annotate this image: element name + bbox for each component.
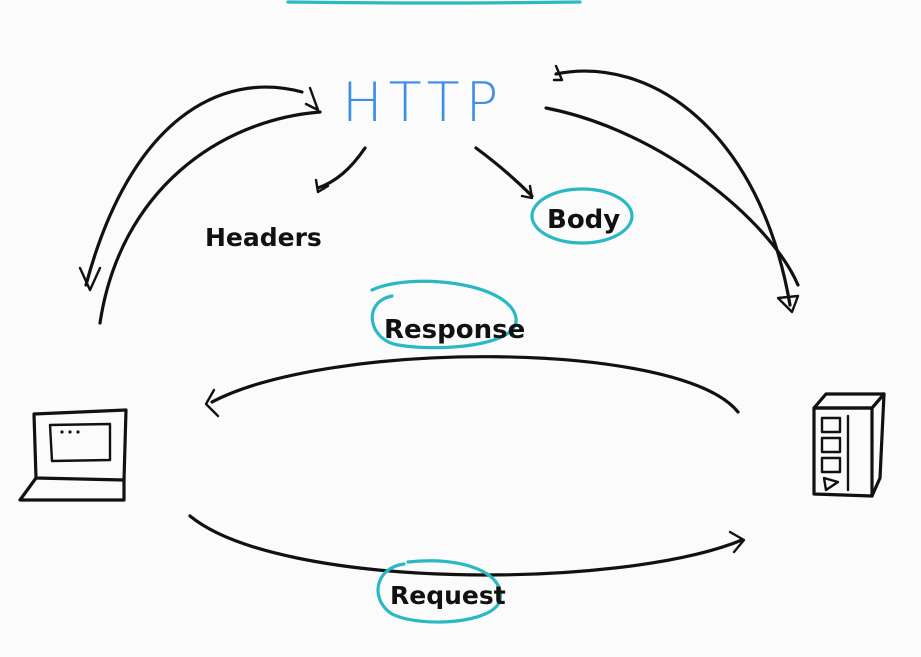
http-to-body-arrow	[474, 146, 534, 200]
response-arrow	[204, 355, 740, 418]
response-label: Response	[384, 315, 525, 345]
http-to-client-arrow	[78, 85, 322, 325]
request-node: Request	[376, 559, 506, 624]
server-tower-icon	[812, 392, 886, 498]
http-title: HTTP	[342, 71, 504, 134]
request-arrow	[188, 514, 746, 577]
response-highlight	[370, 279, 518, 350]
http-to-server-arrow	[544, 64, 800, 314]
laptop-icon	[18, 408, 128, 502]
highlight-stroke-top	[286, 0, 582, 5]
http-to-headers-arrow	[314, 146, 367, 194]
response-node: Response	[370, 279, 525, 350]
headers-label: Headers	[205, 223, 322, 252]
request-label: Request	[390, 581, 506, 610]
body-highlight	[530, 187, 634, 245]
request-highlight	[376, 559, 503, 624]
body-label: Body	[547, 205, 620, 235]
body-node: Body	[530, 187, 634, 245]
